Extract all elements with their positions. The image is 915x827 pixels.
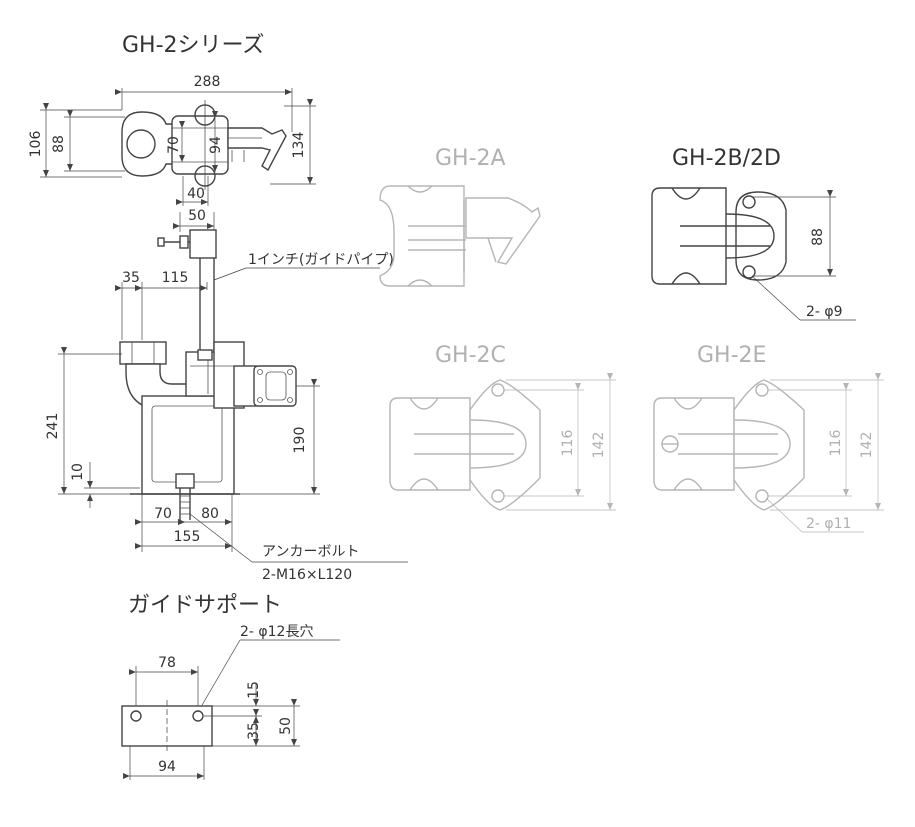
dim-116-c: 116 [560, 430, 576, 457]
dim-94-gs: 94 [158, 759, 176, 775]
dim-40: 40 [187, 186, 205, 202]
gh2bd-view: 88 2- φ9 [651, 187, 856, 321]
dim-70-bot: 70 [154, 506, 172, 522]
gh2a-view [379, 185, 541, 287]
gh2c-title: GH-2C [435, 343, 506, 368]
dim-10: 10 [70, 463, 86, 481]
dim-94-top: 94 [208, 136, 224, 154]
dim-155: 155 [174, 529, 201, 545]
dim-142-c: 142 [591, 432, 607, 459]
dim-115: 115 [162, 270, 189, 286]
gh2e-title: GH-2E [697, 343, 766, 368]
side-elevation: 50 1インチ(ガイドパイプ) 35 115 [45, 208, 408, 583]
dim-78: 78 [158, 655, 176, 671]
dim-116-e: 116 [828, 430, 844, 457]
dim-88: 88 [51, 135, 67, 153]
guide-support-view: 2- φ12長穴 78 15 35 50 94 [121, 624, 340, 780]
dim-190: 190 [292, 427, 308, 454]
dim-50-gs: 50 [278, 717, 294, 735]
guide-pipe-label: 1インチ(ガイドパイプ) [248, 252, 394, 268]
hole-9-label: 2- φ9 [806, 304, 843, 320]
hole-11-label: 2- φ11 [806, 516, 851, 532]
dim-241: 241 [45, 413, 61, 440]
gh2e-view: 116 142 2- φ11 [653, 373, 884, 533]
top-plan-view: 288 106 88 70 94 134 40 [28, 74, 316, 206]
gh2a-title: GH-2A [435, 146, 506, 171]
anchor-bolt-label: アンカーボルト [262, 544, 359, 560]
dim-50-top: 50 [188, 208, 206, 224]
dim-70-top: 70 [166, 136, 182, 154]
dim-134: 134 [291, 132, 307, 159]
dim-88-b: 88 [810, 228, 826, 246]
guide-support-title: ガイドサポート [128, 593, 282, 618]
anchor-bolt-spec: 2-M16×L120 [262, 567, 352, 583]
dim-106: 106 [28, 131, 44, 158]
dim-35: 35 [122, 270, 140, 286]
hole-12-label: 2- φ12長穴 [240, 624, 313, 640]
series-title: GH-2シリーズ [122, 33, 264, 58]
gh2bd-title: GH-2B/2D [672, 146, 781, 171]
dim-80: 80 [201, 506, 219, 522]
dim-288: 288 [194, 74, 221, 90]
dim-35-gs: 35 [246, 722, 262, 740]
gh2c-view: 116 142 [389, 373, 616, 511]
dim-15: 15 [246, 681, 262, 699]
dim-142-e: 142 [859, 432, 875, 459]
